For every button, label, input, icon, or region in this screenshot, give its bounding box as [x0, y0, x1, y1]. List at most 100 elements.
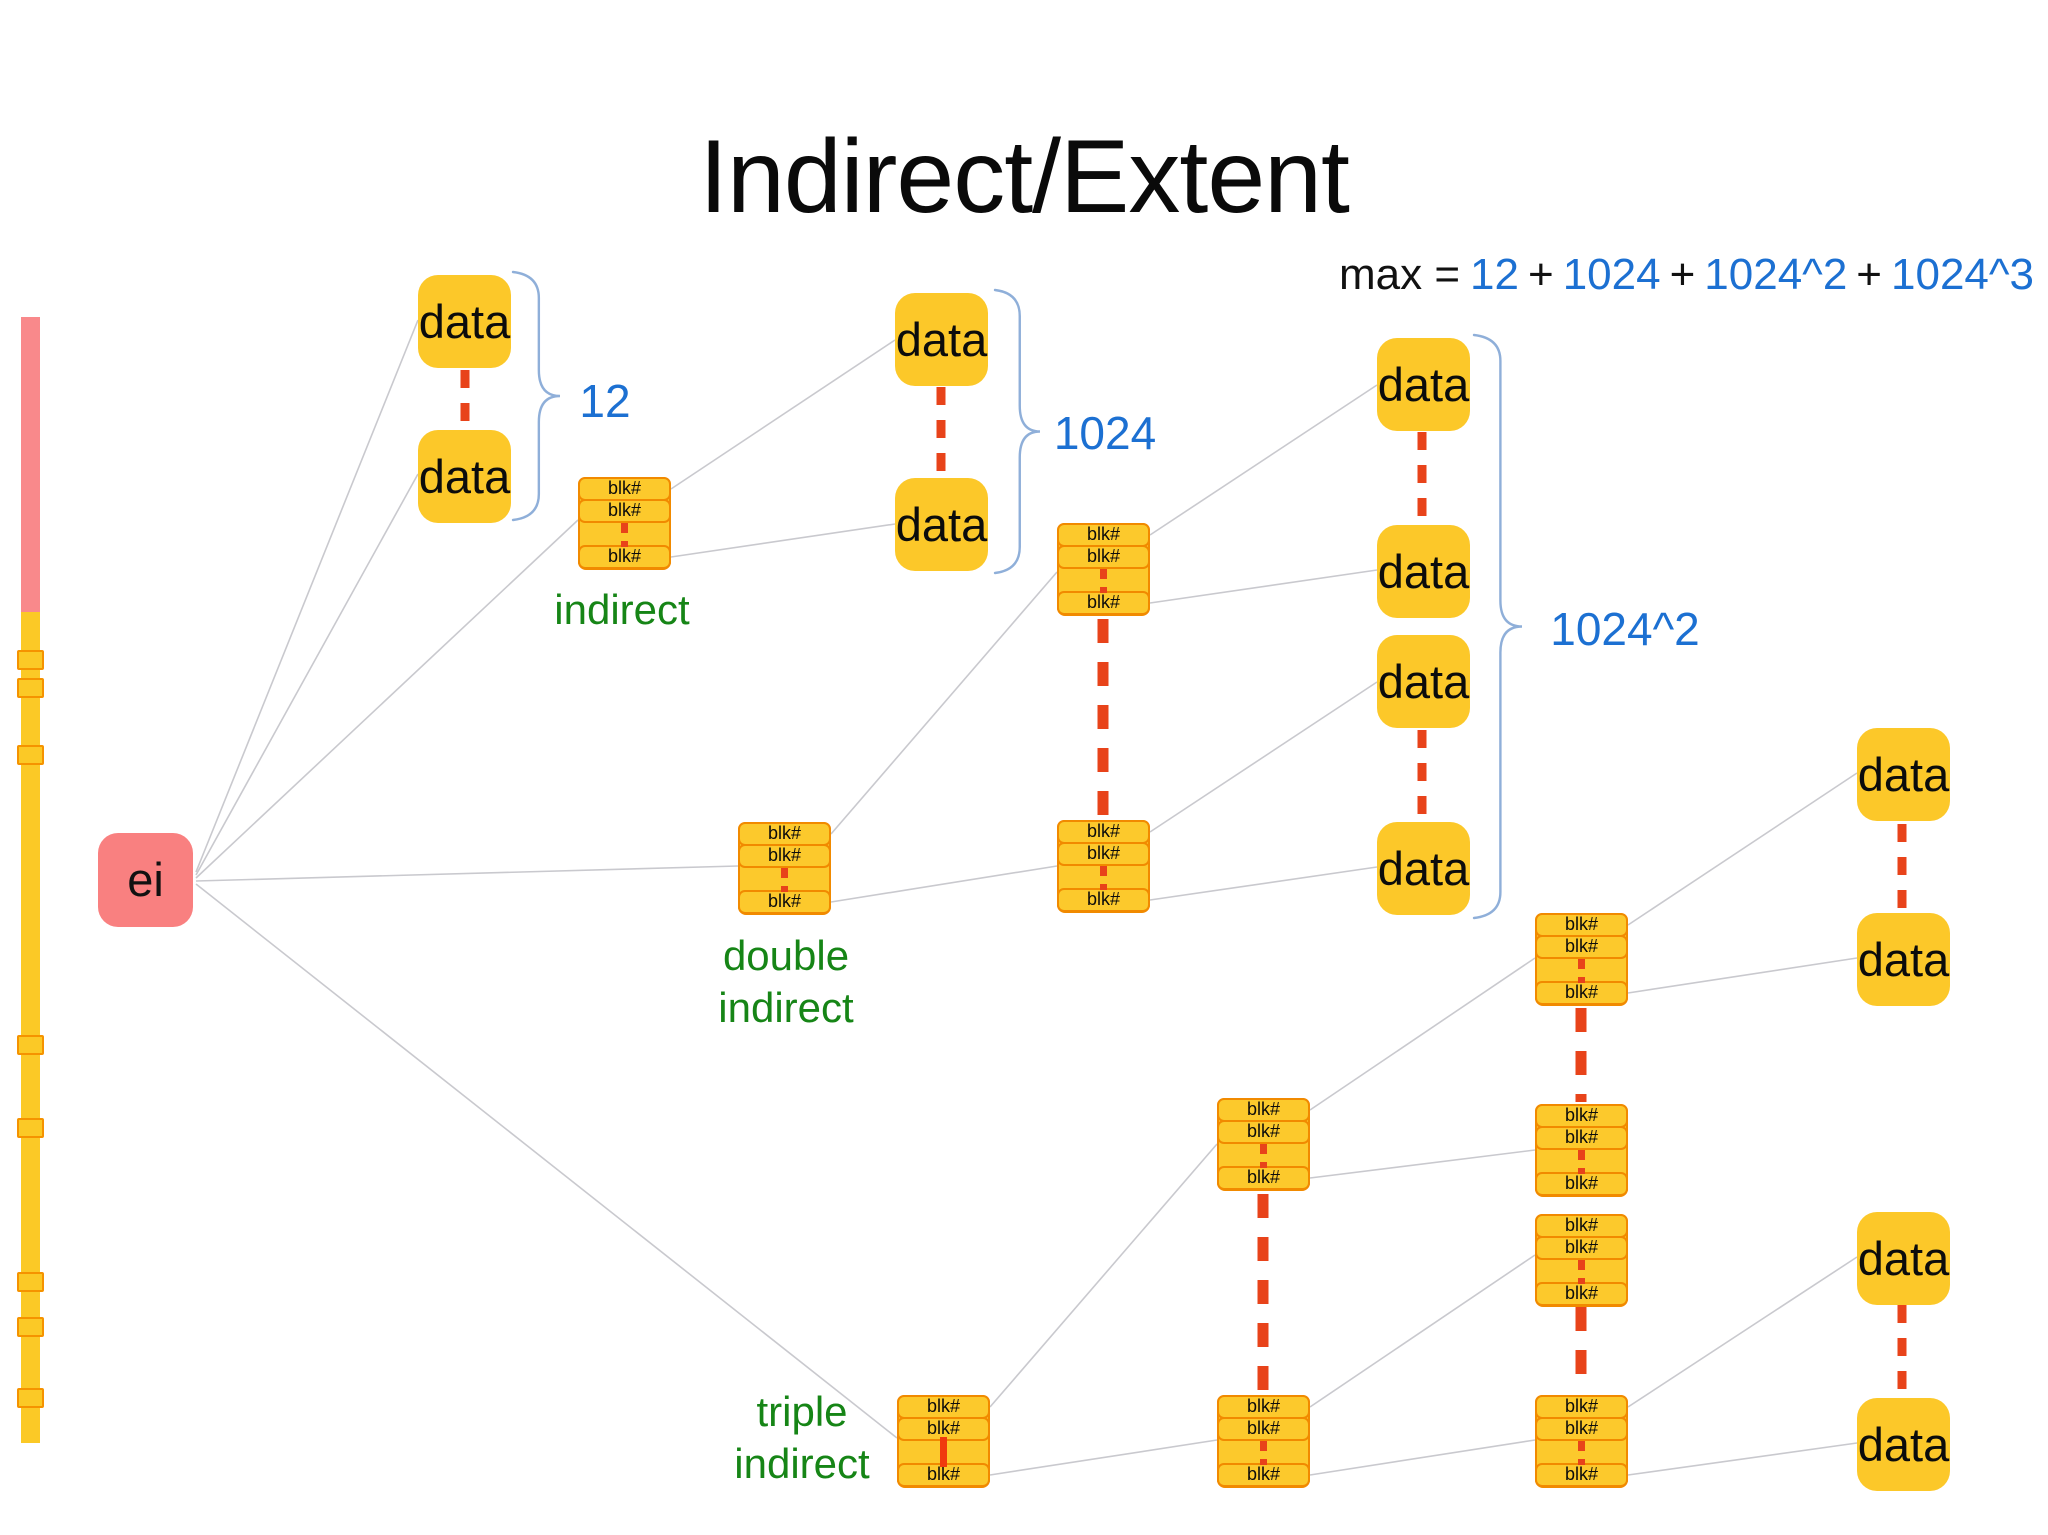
pointer-row: blk#: [1535, 913, 1628, 937]
inode-bar-pointer-marker: [17, 650, 44, 670]
pointer-row: blk#: [1217, 1166, 1310, 1190]
connector-line: [1149, 866, 1378, 901]
connector-line: [1149, 681, 1378, 833]
connector-line: [670, 339, 896, 490]
double-indirect-label-line1: double: [722, 932, 850, 979]
pointer-block: blk#blk#blk#: [1057, 820, 1150, 913]
pointer-row: blk#: [738, 890, 831, 914]
inode-bar-metadata-segment: [21, 317, 40, 612]
pointer-continues-dash: [1099, 866, 1107, 890]
connector-line: [195, 865, 739, 882]
triple-indirect-label: triple indirect: [702, 1386, 902, 1490]
pointer-row: blk#: [578, 477, 671, 501]
direct-count-label: 12: [579, 375, 631, 427]
connector-line: [670, 523, 896, 558]
data-block: data: [1857, 728, 1950, 821]
pointer-row: blk#: [1217, 1463, 1310, 1487]
connector-line: [1627, 772, 1858, 926]
inode-bar: [17, 317, 44, 1443]
connector-line: [830, 865, 1058, 903]
inode-block: ei: [98, 833, 193, 927]
formula-term: 1024^3: [1891, 250, 2034, 299]
pointer-row: blk#: [1535, 1417, 1628, 1441]
pointer-row: blk#: [1057, 545, 1150, 569]
count-brace: [993, 288, 1041, 575]
pointer-row: blk#: [1217, 1395, 1310, 1419]
pointer-block: blk#blk#blk#: [897, 1395, 990, 1488]
data-block: data: [895, 478, 988, 571]
pointer-continues-dash: [1577, 1260, 1585, 1284]
pointer-row: blk#: [1535, 1236, 1628, 1260]
inode-bar-pointer-marker: [17, 1035, 44, 1055]
pointer-block: blk#blk#blk#: [1057, 523, 1150, 616]
formula-plus-operator: +: [1528, 250, 1554, 299]
formula-prefix: max =: [1339, 250, 1461, 299]
data-block: data: [1377, 525, 1470, 618]
data-block: data: [418, 275, 511, 368]
pointer-row: blk#: [1535, 1172, 1628, 1196]
connector-line: [1149, 384, 1378, 536]
pointer-continues-line: [939, 1437, 947, 1467]
formula-term: 12: [1470, 250, 1519, 299]
connector-line: [989, 1439, 1218, 1476]
data-block: data: [1377, 822, 1470, 915]
indirect-label: indirect: [554, 586, 690, 633]
triple-indirect-label-line2: indirect: [734, 1440, 870, 1487]
connector-line: [195, 319, 419, 873]
double-indirect-count-label: 1024^2: [1550, 603, 1700, 655]
pointer-row: blk#: [1057, 842, 1150, 866]
pointer-row: blk#: [738, 822, 831, 846]
double-indirect-label-line2: indirect: [718, 984, 854, 1031]
triple-indirect-label-line1: triple: [756, 1388, 848, 1435]
inode-bar-pointer-marker: [17, 1388, 44, 1408]
connector-line: [1309, 957, 1536, 1111]
connector-line: [195, 473, 419, 876]
data-block: data: [1377, 338, 1470, 431]
pointer-continues-dash: [1099, 569, 1107, 593]
connector-line: [1309, 1149, 1536, 1179]
pointer-row: blk#: [1057, 591, 1150, 615]
pointer-row: blk#: [1217, 1120, 1310, 1144]
connector-line: [1627, 1442, 1858, 1476]
single-indirect-count-label: 1024: [1053, 407, 1157, 459]
pointer-block: blk#blk#blk#: [1535, 913, 1628, 1006]
data-block: data: [895, 293, 988, 386]
pointer-row: blk#: [1535, 1395, 1628, 1419]
formula-term: 1024^2: [1704, 250, 1848, 299]
pointer-row: blk#: [1057, 820, 1150, 844]
pointer-block: blk#blk#blk#: [1535, 1104, 1628, 1197]
connector-line: [830, 571, 1058, 835]
pointer-block: blk#blk#blk#: [1535, 1214, 1628, 1307]
formula-plus-operator: +: [1669, 250, 1696, 299]
inode-bar-pointer-marker: [17, 1317, 44, 1337]
formula-term: 1024: [1562, 250, 1661, 299]
pointer-continues-dash: [620, 523, 628, 547]
pointer-row: blk#: [1535, 1104, 1628, 1128]
connector-line: [195, 519, 579, 879]
connector-line: [1627, 957, 1858, 994]
connector-line: [989, 1143, 1218, 1408]
count-brace: [511, 270, 561, 522]
data-block: data: [418, 430, 511, 523]
pointer-continues-dash: [1577, 1150, 1585, 1174]
pointer-row: blk#: [897, 1395, 990, 1419]
pointer-block: blk#blk#blk#: [578, 477, 671, 570]
pointer-continues-dash: [780, 868, 788, 892]
pointer-block: blk#blk#blk#: [1217, 1098, 1310, 1191]
connector-line: [195, 883, 898, 1439]
max-capacity-formula: max =12+1024+1024^2+1024^3: [1339, 250, 2034, 300]
pointer-continues-dash: [1259, 1144, 1267, 1168]
data-block: data: [1857, 1398, 1950, 1491]
count-brace: [1472, 333, 1523, 920]
data-block: data: [1857, 1212, 1950, 1305]
pointer-continues-dash: [1577, 959, 1585, 983]
data-block: data: [1857, 913, 1950, 1006]
pointer-continues-dash: [1577, 1441, 1585, 1465]
pointer-block: blk#blk#blk#: [1217, 1395, 1310, 1488]
pointer-row: blk#: [1535, 935, 1628, 959]
pointer-row: blk#: [1535, 981, 1628, 1005]
formula-plus-operator: +: [1856, 250, 1882, 299]
inode-bar-pointer-marker: [17, 678, 44, 698]
